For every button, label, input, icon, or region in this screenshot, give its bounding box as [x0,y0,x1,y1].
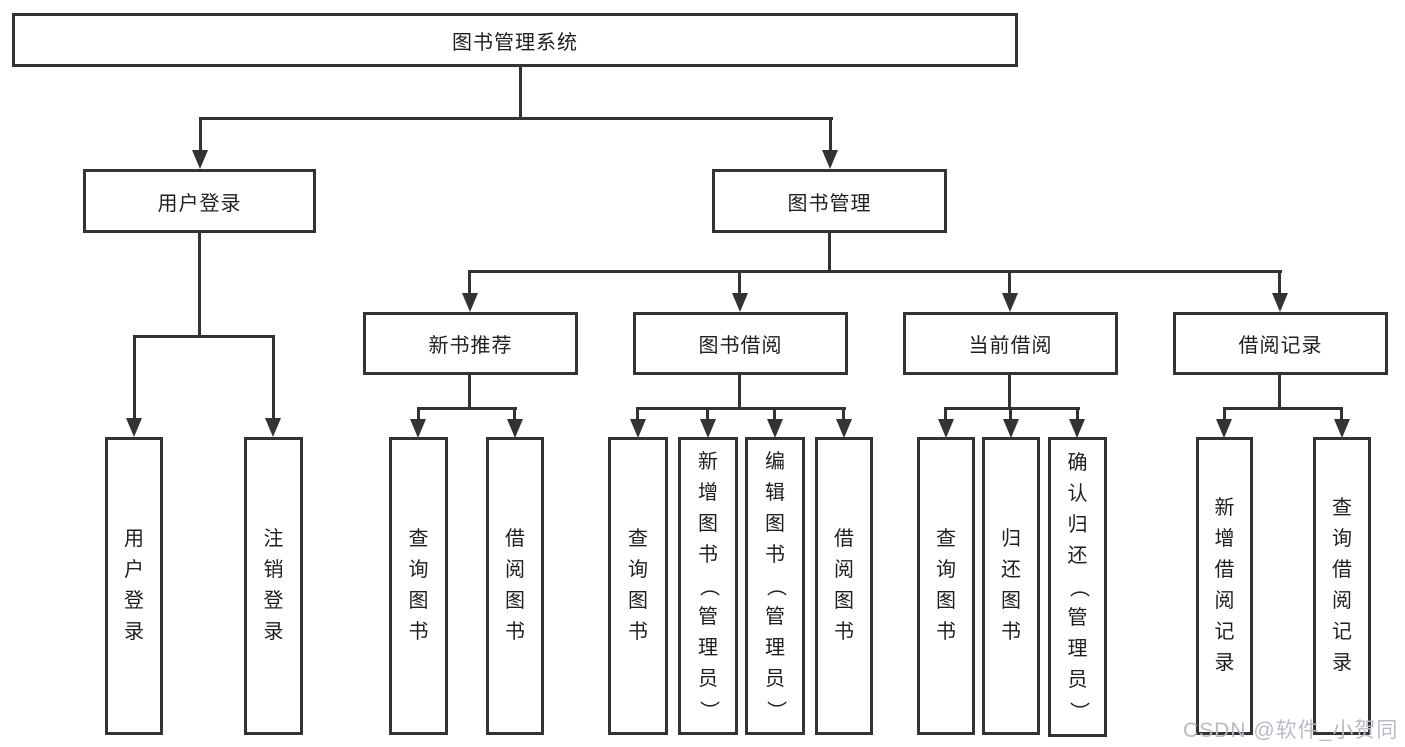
leaf-cb-query-books: 查询图书 [917,437,975,735]
arrowhead-icon [630,419,646,438]
arrowhead-icon [265,418,281,437]
node-current-borrow: 当前借阅 [903,312,1118,375]
connector-line [1076,407,1079,421]
arrowhead-icon [732,293,748,312]
connector-line [417,407,517,410]
node-new-book-recommend: 新书推荐 [363,312,578,375]
connector-line [272,335,275,420]
connector-line [1223,407,1343,410]
arrowhead-icon [836,419,852,438]
connector-line [842,407,845,421]
arrowhead-icon [1069,419,1085,438]
leaf-br-add-record: 新增借阅记录 [1196,437,1253,735]
leaf-bb-borrow-books: 借阅图书 [815,437,873,735]
leaf-user-login: 用户登录 [105,437,163,735]
connector-line [417,407,420,421]
connector-line [198,232,201,337]
leaf-bb-edit-books-admin: 编辑图书（管理员） [745,437,805,735]
node-borrow-records-label: 借阅记录 [1238,335,1323,357]
csdn-watermark: CSDN @软件_小贺同学 [1183,719,1399,742]
leaf-bb-query-books: 查询图书 [608,437,668,735]
node-current-borrow-label: 当前借阅 [968,335,1053,357]
node-book-borrow: 图书借阅 [633,312,848,375]
arrowhead-icon [192,150,208,169]
arrowhead-icon [1272,293,1288,312]
node-book-management: 图书管理 [712,169,947,233]
connector-line [133,335,275,338]
leaf-logout: 注销登录 [244,437,303,735]
node-book-borrow-label: 图书借阅 [698,335,783,357]
connector-line [199,117,202,152]
connector-line [636,407,846,410]
connector-line [828,233,831,272]
connector-line [513,407,516,421]
connector-line [829,117,832,152]
leaf-bb-add-books-admin: 新增图书（管理员） [678,437,738,735]
node-root-label: 图书管理系统 [452,31,578,54]
leaf-rec-query-books: 查询图书 [389,437,448,735]
connector-line [636,407,639,421]
connector-line [773,407,776,421]
connector-line [1223,407,1226,421]
arrowhead-icon [410,419,426,438]
arrowhead-icon [700,419,716,438]
node-user-login: 用户登录 [83,169,316,233]
connector-line [468,375,471,409]
connector-line [1278,375,1281,409]
connector-line [1009,407,1012,421]
connector-line [738,270,741,295]
connector-line [944,407,947,421]
arrowhead-icon [767,419,783,438]
node-borrow-records: 借阅记录 [1173,312,1388,375]
node-book-management-label: 图书管理 [787,192,872,215]
arrowhead-icon [1002,293,1018,312]
connector-line [706,407,709,421]
node-user-login-label: 用户登录 [157,192,242,215]
arrowhead-icon [126,418,142,437]
connector-line [519,66,522,119]
leaf-cb-return-books: 归还图书 [982,437,1040,735]
arrowhead-icon [1334,419,1350,438]
arrowhead-icon [1216,419,1232,438]
node-new-book-recommend-label: 新书推荐 [428,335,513,357]
connector-line [468,270,471,295]
arrowhead-icon [462,293,478,312]
leaf-cb-confirm-return-admin: 确认归还（管理员） [1048,437,1107,737]
connector-line [1278,270,1281,295]
connector-line [1340,407,1343,421]
connector-line [1008,375,1011,409]
arrowhead-icon [938,419,954,438]
arrowhead-icon [507,419,523,438]
connector-line [1008,270,1011,295]
leaf-rec-borrow-books: 借阅图书 [486,437,544,735]
connector-line [469,270,1282,273]
connector-line [199,117,833,120]
connector-line [944,407,1080,410]
node-root: 图书管理系统 [12,13,1018,67]
leaf-br-query-record: 查询借阅记录 [1313,437,1371,735]
arrowhead-icon [822,150,838,169]
connector-line [133,335,136,420]
arrowhead-icon [1003,419,1019,438]
connector-line [738,375,741,409]
